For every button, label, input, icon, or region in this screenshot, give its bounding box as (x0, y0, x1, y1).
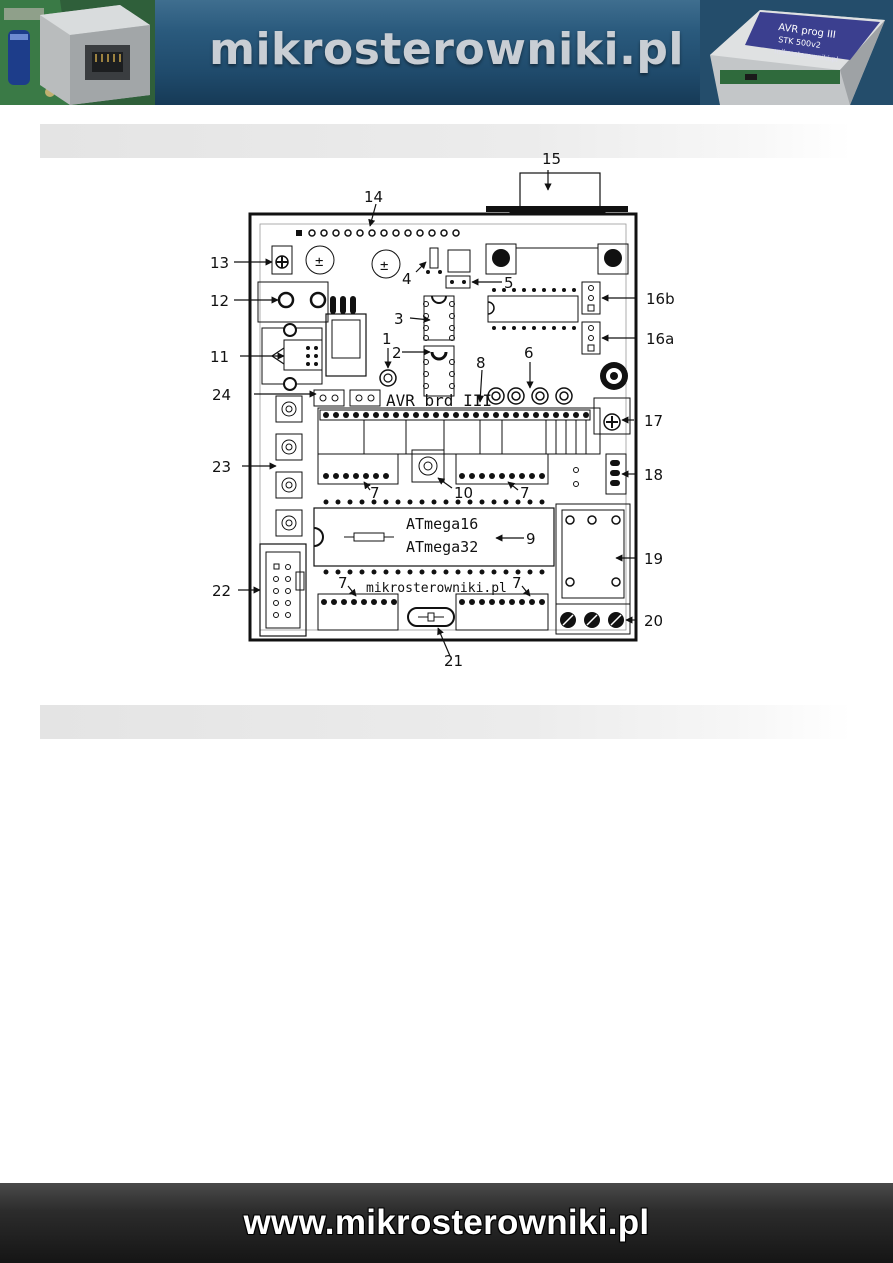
callout-7-upper-right: 7 (520, 484, 530, 502)
callout-11: 11 (210, 348, 229, 366)
site-name: mikrosterowniki.pl (209, 24, 684, 75)
callout-8: 8 (476, 354, 486, 372)
section-bar-bottom (40, 705, 852, 739)
footer-url-link[interactable]: www.mikrosterowniki.pl (243, 1203, 650, 1242)
callout-23: 23 (212, 458, 231, 476)
callout-7-upper-left: 7 (370, 484, 380, 502)
callout-4: 4 (402, 270, 412, 288)
callout-16b: 16b (646, 290, 675, 308)
pin-header-row (296, 229, 460, 237)
callout-22: 22 (212, 582, 231, 600)
callout-7-lower-left: 7 (338, 574, 348, 592)
callout-7-lower-right: 7 (512, 574, 522, 592)
callout-19: 19 (644, 550, 663, 568)
rj45-connector-photo (0, 0, 155, 105)
footer: www.mikrosterowniki.pl (0, 1183, 893, 1263)
section-bar-top (40, 124, 852, 158)
callout-5: 5 (504, 274, 514, 292)
callout-labels: 15 14 13 4 5 12 16b 3 16a 1 2 11 8 6 24 … (210, 150, 675, 670)
pcb-outline (248, 212, 638, 642)
callout-21: 21 (444, 652, 463, 670)
callout-3: 3 (394, 310, 404, 328)
mcu-label-atmega32: ATmega32 (406, 538, 478, 556)
header-banner: mikrosterowniki.pl AVR prog III STK 500v… (0, 0, 893, 105)
svg-text:±: ± (380, 258, 388, 274)
board-bottom-silk: mikrosterowniki.pl (366, 581, 507, 596)
callout-arrows (234, 170, 636, 657)
callout-6: 6 (524, 344, 534, 362)
callout-15: 15 (542, 150, 561, 168)
board-diagram: ± ± (190, 140, 700, 680)
callout-12: 12 (210, 292, 229, 310)
mcu-socket (313, 507, 555, 567)
callout-20: 20 (644, 612, 663, 630)
callout-18: 18 (644, 466, 663, 484)
callout-16a: 16a (646, 330, 674, 348)
callout-17: 17 (644, 412, 663, 430)
callout-13: 13 (210, 254, 229, 272)
callout-14: 14 (364, 188, 383, 206)
callout-24: 24 (212, 386, 231, 404)
mcu-label-atmega16: ATmega16 (406, 515, 478, 533)
board-silk-title: AVR brd III (386, 391, 492, 410)
board-diagram-svg: ± ± (210, 150, 675, 670)
callout-2: 2 (392, 344, 402, 362)
avr-programmer-photo: AVR prog III STK 500v2 mikrosterowniki.p… (700, 0, 893, 105)
callout-10: 10 (454, 484, 473, 502)
callout-1: 1 (382, 330, 392, 348)
callout-9: 9 (526, 530, 536, 548)
svg-text:±: ± (315, 254, 323, 270)
